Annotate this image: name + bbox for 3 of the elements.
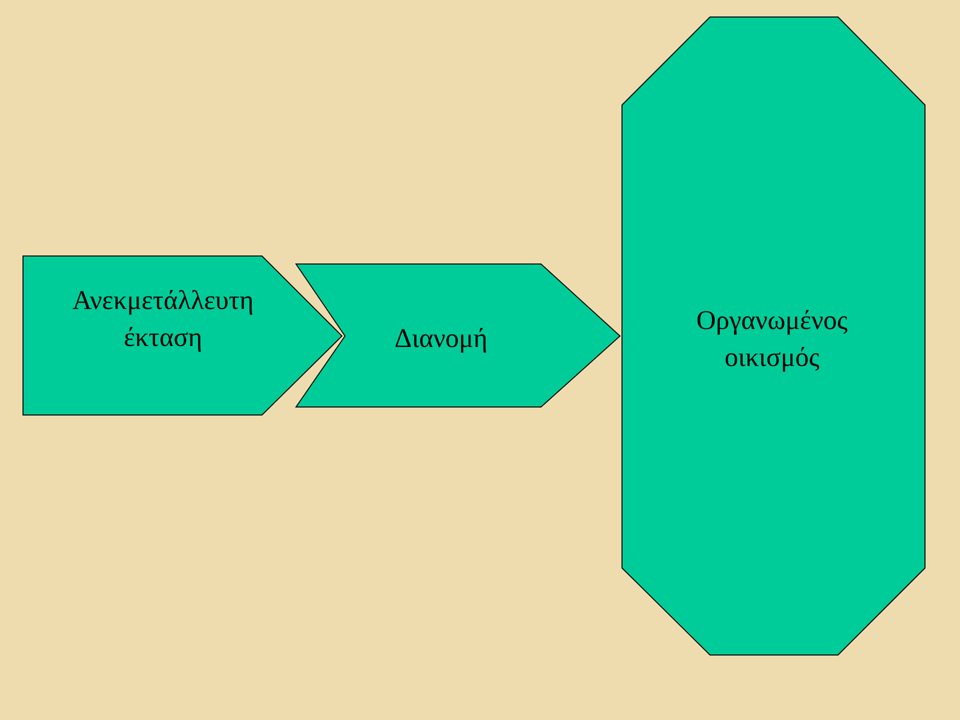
node-label: Οργανωμένος οικισμός	[695, 304, 849, 374]
node-label: Ανεκμετάλλευτη έκταση	[71, 284, 255, 354]
node-label: Διανομή	[393, 322, 489, 355]
